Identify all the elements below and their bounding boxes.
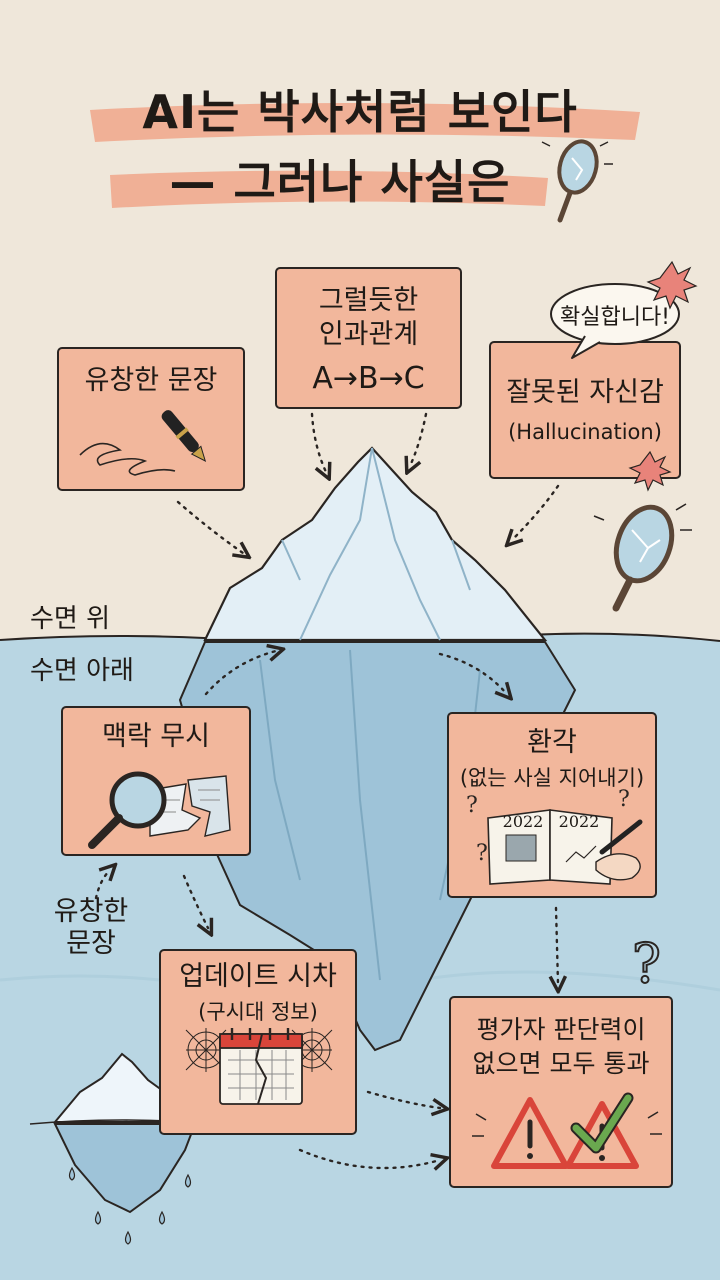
cracked-mirror-icon (593, 503, 692, 612)
pen-icon (161, 410, 207, 462)
box-confidence-label: 잘못된 자신감 (506, 377, 664, 408)
side-label-fluent: 유창한 문장 (53, 896, 129, 960)
burst-icon (646, 260, 698, 310)
iceberg-tip-shading (281, 447, 471, 641)
speech-bubble (550, 283, 680, 359)
iceberg-tip (203, 446, 548, 642)
arrow-fluent-to-iceberg (176, 500, 243, 553)
arrow-hallucination-to-evaluator (556, 906, 558, 984)
title-line-2: — 그러나 사실은 (169, 155, 511, 209)
title-mirror-icon (541, 139, 613, 223)
box-causal-line2: 인과관계 (318, 319, 419, 350)
box-update-lag (159, 949, 357, 1135)
box-evaluator-line1: 평가자 판단력이 (476, 1015, 646, 1044)
question-marks: ??? (466, 787, 630, 866)
arrow-update-to-evaluator (366, 1090, 440, 1108)
warning-icon (491, 1097, 569, 1169)
box-causal-line3: A→B→C (312, 361, 425, 396)
arrow-lower-to-evaluator (298, 1148, 440, 1168)
check-icon (570, 1092, 634, 1154)
book-year-right: 2022 (558, 812, 600, 831)
water-drops (68, 1166, 192, 1245)
book-year-left: 2022 (502, 812, 544, 831)
box-evaluator-pass (449, 996, 673, 1188)
box-fluent-label: 유창한 문장 (84, 365, 218, 396)
svg-text:?: ? (476, 841, 488, 866)
speech-bubble-text: 확실합니다! (559, 305, 671, 330)
box-causal-line1: 그럴듯한 (318, 285, 419, 316)
above-water-label: 수면 위 (30, 604, 111, 634)
box-evaluator-line2: 없으면 모두 통과 (472, 1049, 650, 1078)
arrows (94, 412, 560, 1168)
arrow-context-up (204, 651, 276, 696)
box-update-label: 업데이트 시차 (179, 961, 337, 992)
emphasis-lines (472, 1111, 662, 1137)
title-highlight-2 (110, 170, 548, 208)
below-water-label: 수면 아래 (30, 656, 134, 686)
box-ignore-context (61, 706, 251, 856)
box-context-label: 맥락 무시 (102, 721, 210, 752)
burst-icon-2 (628, 450, 672, 492)
title-line-1: AI는 박사처럼 보인다 (142, 85, 578, 139)
question-mark-icon: ? (632, 932, 661, 995)
arrow-causal-right (410, 412, 428, 466)
calendar-icon (219, 1028, 303, 1105)
arrow-to-hallucination (438, 652, 506, 693)
magnifier-icon (88, 771, 167, 849)
box-plausible-causality (275, 267, 462, 409)
box-hallucination: ??? (447, 712, 657, 898)
svg-text:?: ? (618, 787, 630, 812)
arrow-causal-left (310, 412, 326, 472)
arrow-confidence-to-iceberg (512, 484, 560, 540)
box-fluent-sentence (57, 347, 245, 491)
box-hallucination-sub: (없는 사실 지어내기) (459, 766, 645, 790)
box-confidence-sub: (Hallucination) (508, 420, 662, 444)
svg-text:?: ? (466, 793, 478, 818)
box-hallucination-label: 환각 (527, 727, 577, 758)
writing-hand-icon (595, 819, 643, 881)
box-update-sub: (구시대 정보) (198, 1000, 318, 1024)
title-highlight-1 (90, 102, 640, 142)
arrow-fluent-to-context (94, 870, 110, 900)
